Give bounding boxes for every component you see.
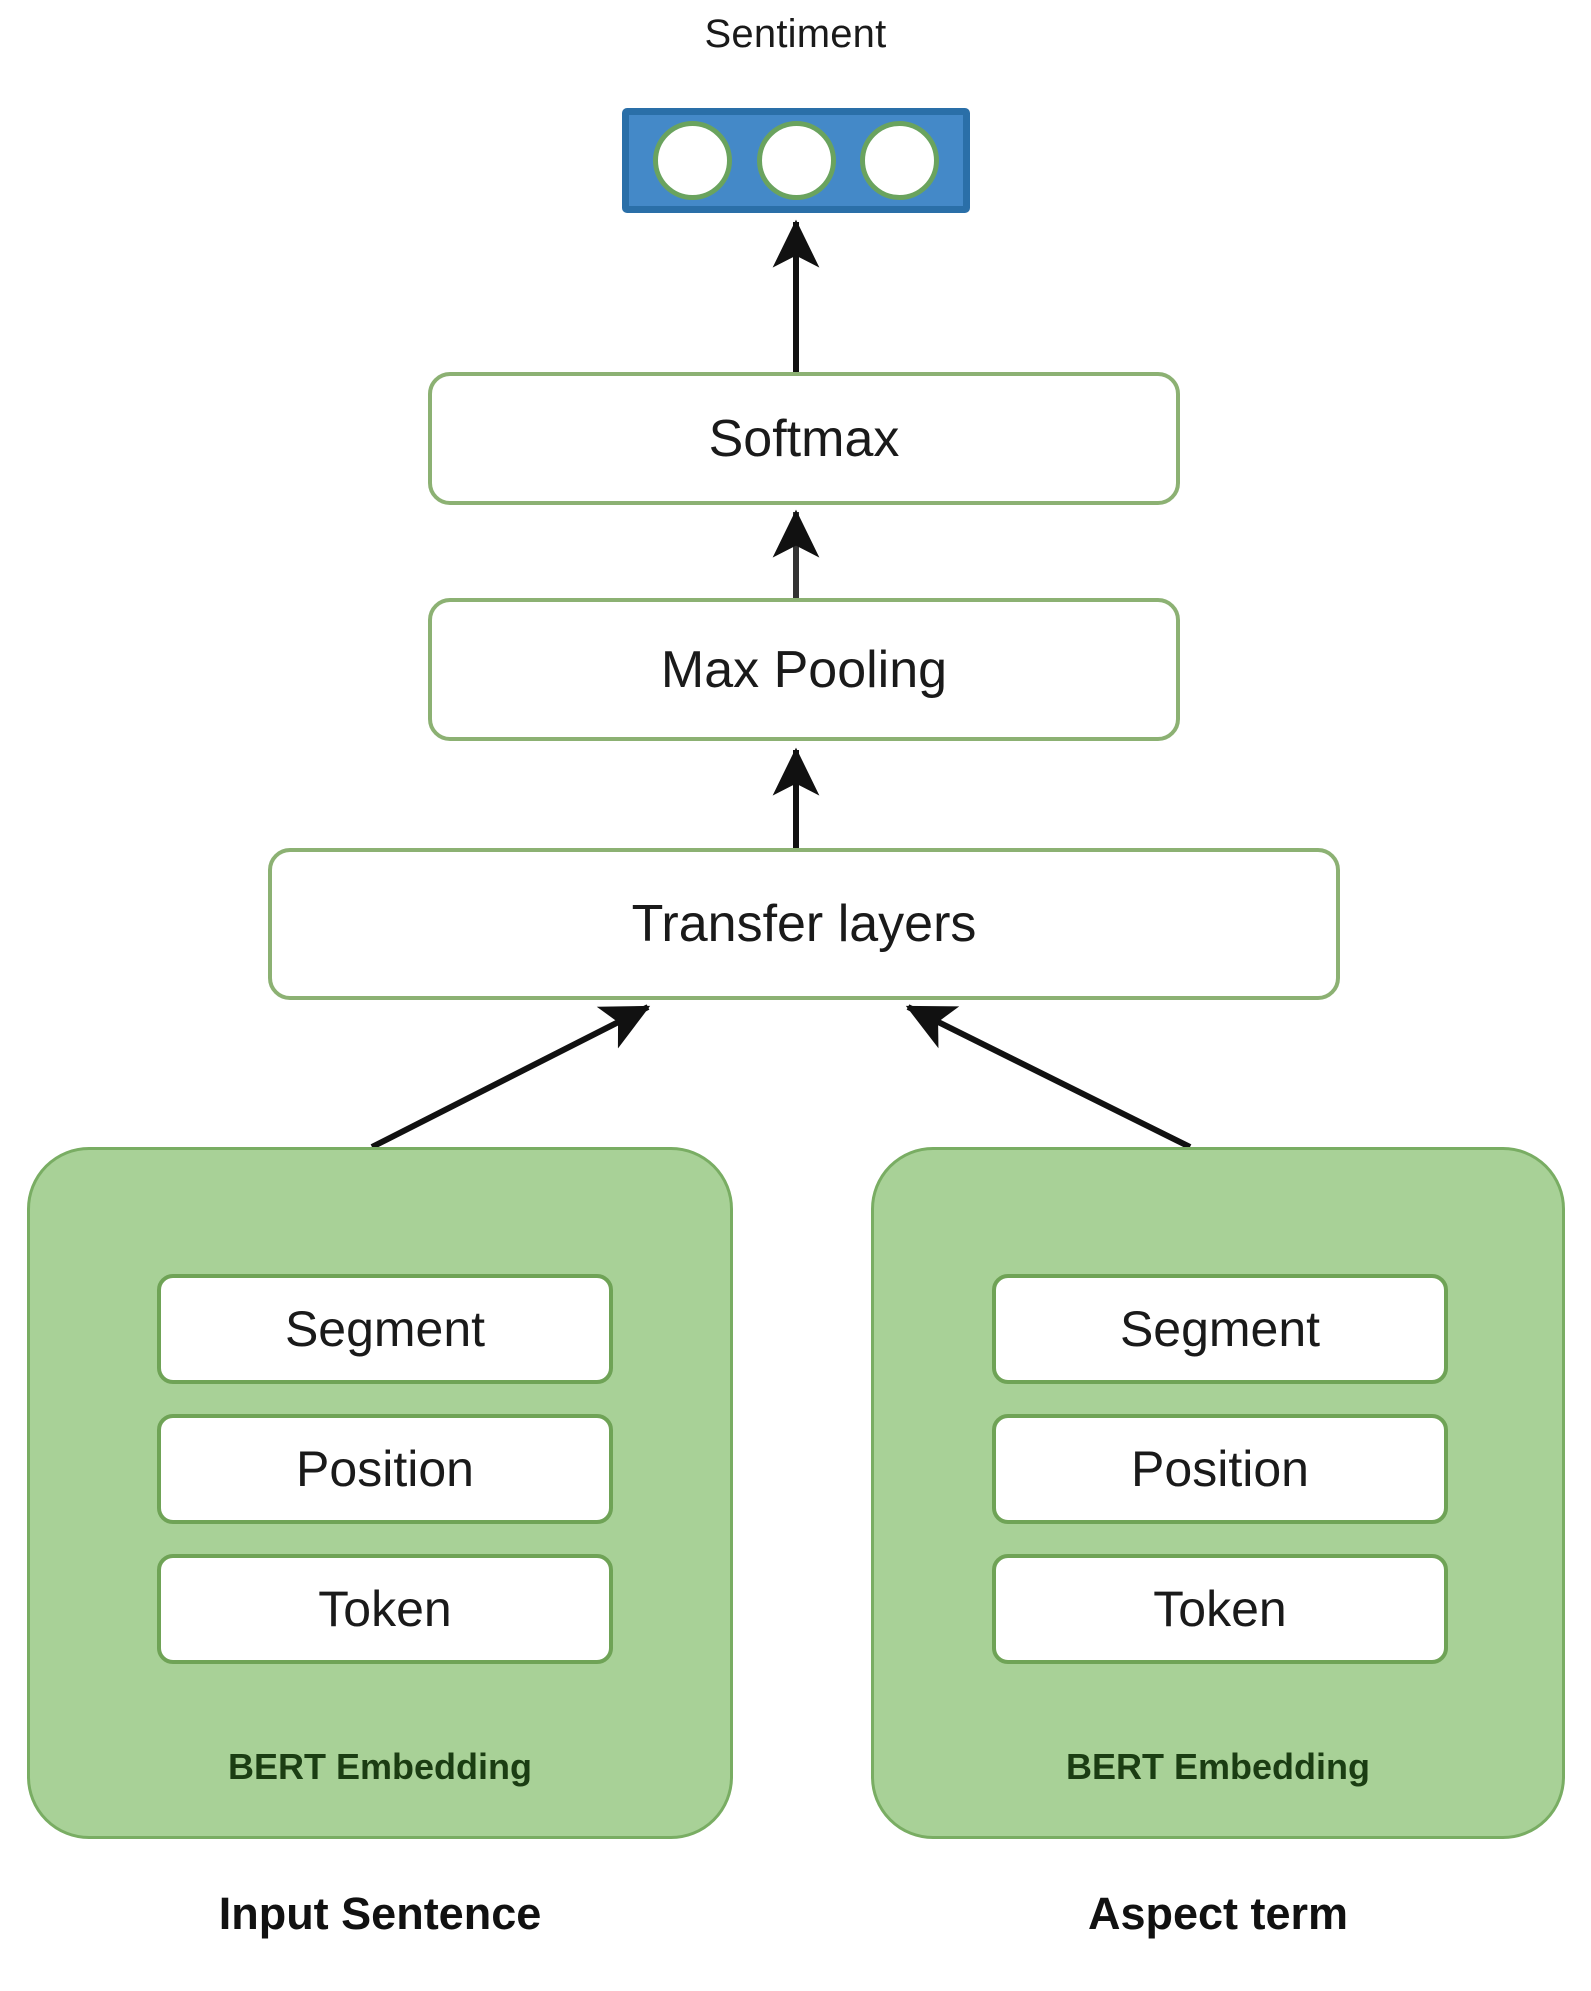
embedding-slot-segment: Segment (157, 1274, 613, 1384)
embedding-slot-position: Position (157, 1414, 613, 1524)
embedding-slot-token: Token (157, 1554, 613, 1664)
bert-embedding-caption: BERT Embedding (228, 1746, 532, 1787)
arrow-aspect-term-to-transfer (905, 1004, 1192, 1150)
sentiment-output-box (622, 108, 970, 213)
softmax-box: Softmax (428, 372, 1180, 505)
embedding-slot-position: Position (992, 1414, 1448, 1524)
bert-embedding-group-input-sentence: Segment Position Token BERT Embedding (27, 1147, 733, 1839)
embedding-slot-segment: Segment (992, 1274, 1448, 1384)
sentiment-node-3 (859, 121, 939, 200)
transfer-layers-box: Transfer layers (268, 848, 1340, 1000)
bert-embedding-caption: BERT Embedding (1066, 1746, 1370, 1787)
max-pooling-box: Max Pooling (428, 598, 1180, 741)
sentiment-node-1 (653, 121, 733, 200)
aspect-term-label: Aspect term (1087, 1888, 1349, 1939)
arrow-input-sentence-to-transfer (370, 1004, 651, 1150)
sentiment-node-2 (756, 121, 836, 200)
page-title: Sentiment (704, 12, 887, 56)
embedding-slot-token: Token (992, 1554, 1448, 1664)
input-sentence-label: Input Sentence (218, 1888, 542, 1939)
bert-embedding-group-aspect-term: Segment Position Token BERT Embedding (871, 1147, 1565, 1839)
